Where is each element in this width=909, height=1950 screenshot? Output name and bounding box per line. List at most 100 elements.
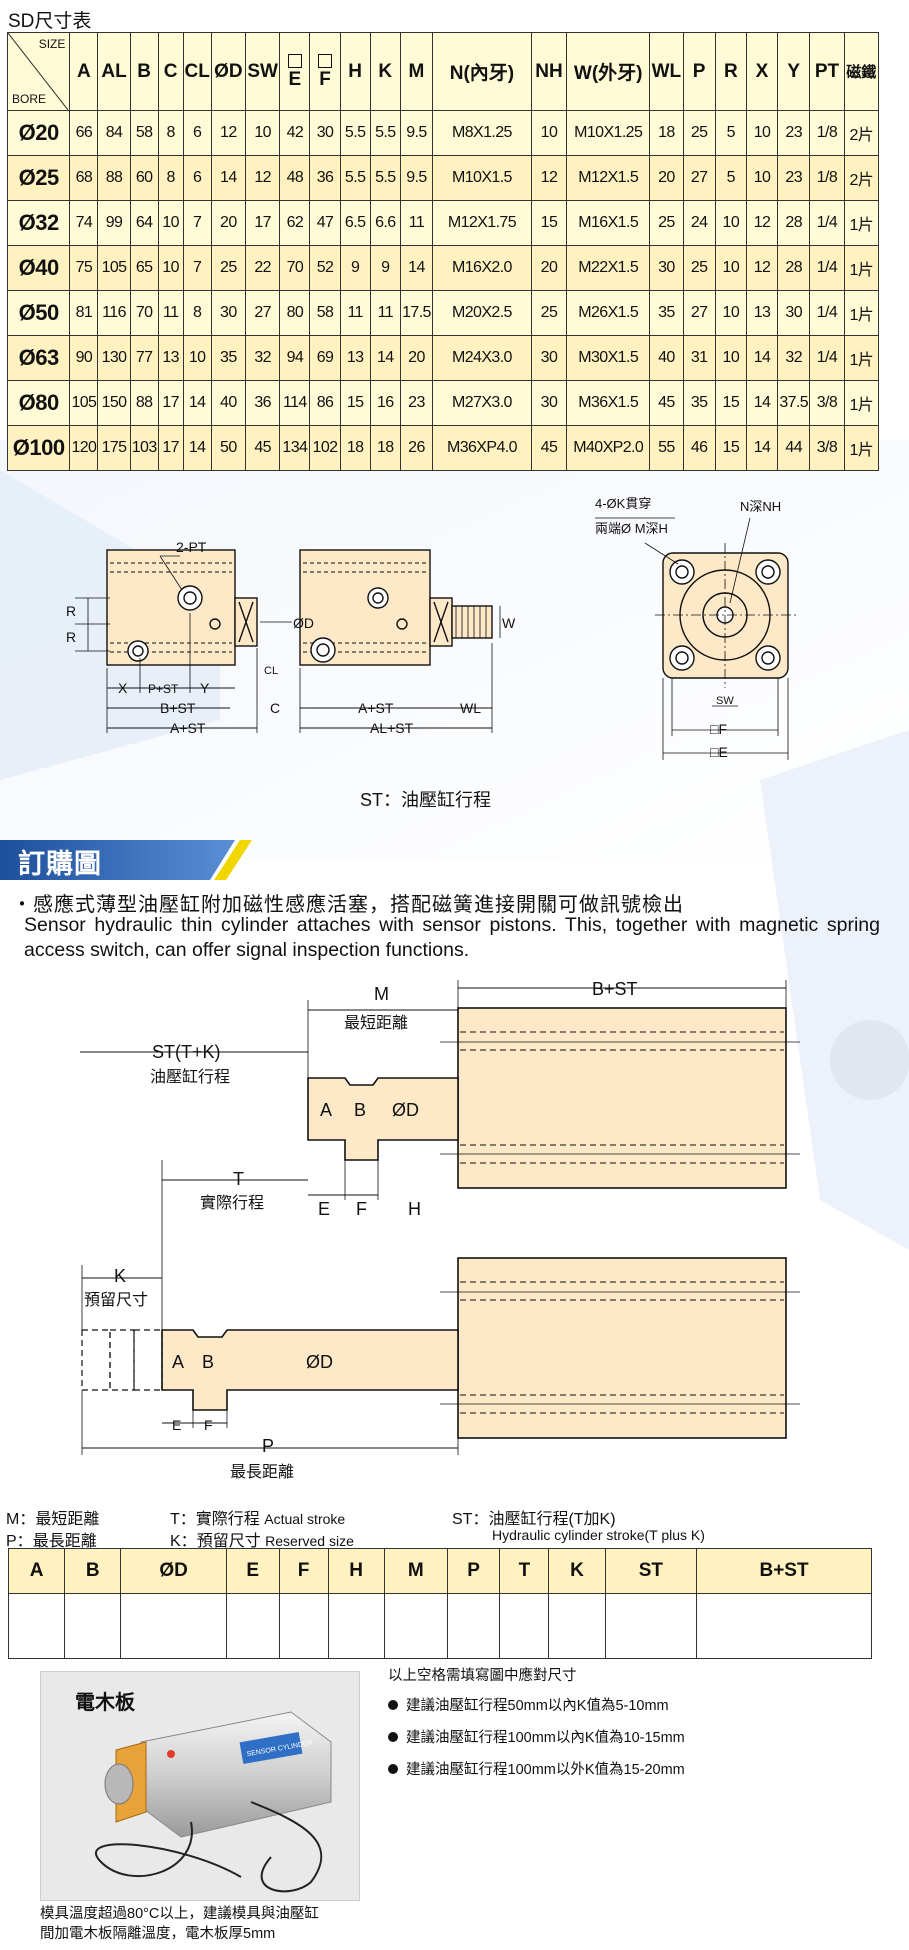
label-nnh: N深NH: [740, 499, 781, 514]
table-cell: 88: [97, 155, 131, 201]
table-cell: 5: [714, 110, 747, 156]
order-col-header: ØD: [120, 1548, 227, 1594]
table-cell: 105: [69, 380, 99, 426]
table-cell: 36: [309, 155, 341, 201]
table-cell: 81: [69, 290, 99, 336]
table-cell: 14: [745, 425, 779, 471]
table-cell: 23: [399, 380, 434, 426]
col-header: AL: [97, 32, 131, 111]
table-cell: M24X3.0: [432, 335, 532, 381]
bore-cell: Ø32: [6, 200, 71, 246]
col-header-square: F: [309, 32, 341, 111]
order-col-header: H: [327, 1548, 385, 1594]
table-cell: 120: [69, 425, 99, 471]
bullet-description-zh: ・感應式薄型油壓缸附加磁性感應活塞，搭配磁簧進接開關可做訊號檢出: [12, 894, 684, 916]
table-cell: 27: [682, 290, 716, 336]
label-t: T: [233, 1169, 244, 1189]
order-input-cell[interactable]: [7, 1593, 66, 1659]
order-input-cell[interactable]: [604, 1593, 698, 1659]
bore-cell: Ø20: [6, 110, 71, 156]
table-cell: 1/8: [809, 155, 845, 201]
table-cell: 10: [530, 110, 568, 156]
col-header: A: [69, 32, 99, 111]
label-2m: 兩端Ø M深H: [595, 521, 668, 536]
label-a-st-2: A+ST: [358, 700, 394, 716]
table-cell: 52: [309, 245, 341, 291]
table-cell: M20X2.5: [432, 290, 532, 336]
table-cell: 13: [745, 290, 779, 336]
order-input-cell[interactable]: [383, 1593, 448, 1659]
table-cell: 36: [244, 380, 281, 426]
table-cell: 18: [649, 110, 684, 156]
table-cell: 70: [129, 290, 159, 336]
note-item: 建議油壓缸行程100mm以外K值為15-20mm: [388, 1754, 685, 1786]
table-cell: 14: [745, 335, 779, 381]
table-cell: M16X2.0: [432, 245, 532, 291]
table-cell: 58: [309, 290, 341, 336]
table-cell: 31: [682, 335, 716, 381]
order-input-cell[interactable]: [548, 1593, 606, 1659]
label-a-upper: A: [320, 1100, 332, 1120]
table-cell: 13: [339, 335, 371, 381]
table-cell: 11: [369, 290, 401, 336]
order-input-cell[interactable]: [446, 1593, 501, 1659]
label-e: □E: [710, 744, 728, 760]
table-cell: 23: [777, 110, 811, 156]
table-cell: 17: [157, 425, 184, 471]
table-cell: 80: [279, 290, 311, 336]
order-input-cell[interactable]: [696, 1593, 872, 1659]
label-f-upper: F: [356, 1199, 367, 1219]
order-input-cell[interactable]: [64, 1593, 122, 1659]
bore-cell: Ø100: [6, 425, 71, 471]
table-cell: 10: [714, 290, 747, 336]
table-cell: 6: [182, 155, 212, 201]
table-cell: 1片: [843, 290, 880, 336]
label-a-st: A+ST: [170, 720, 206, 736]
col-header: NH: [530, 32, 568, 111]
table-cell: 14: [182, 425, 212, 471]
legend-k: K：預留尺寸 Reserved size: [170, 1533, 354, 1550]
order-input-cell[interactable]: [499, 1593, 550, 1659]
order-input-cell[interactable]: [225, 1593, 280, 1659]
order-col-header: B: [64, 1548, 122, 1594]
table-cell: 40: [210, 380, 247, 426]
label-a-lower: A: [172, 1352, 184, 1372]
order-col-header: T: [499, 1548, 550, 1594]
label-st-zh: 油壓缸行程: [150, 1067, 230, 1086]
order-input-cell[interactable]: [120, 1593, 227, 1659]
table-cell: 60: [129, 155, 159, 201]
order-col-header: F: [278, 1548, 329, 1594]
table-cell: 69: [309, 335, 341, 381]
table-cell: 14: [745, 380, 779, 426]
order-col-header: K: [548, 1548, 606, 1594]
table-cell: 77: [129, 335, 159, 381]
table-cell: M12X1.5: [566, 155, 651, 201]
order-input-row: [7, 1593, 872, 1659]
label-p-st: P+ST: [148, 682, 179, 696]
bullet-dot-icon: [388, 1732, 398, 1742]
dimension-table: SIZE BORE A AL B C CL ØD SW E F H K M N(…: [6, 32, 880, 471]
legend-st: ST：油壓缸行程(T加K): [452, 1511, 616, 1528]
order-input-cell[interactable]: [327, 1593, 385, 1659]
table-cell: 15: [714, 425, 747, 471]
table-cell: 7: [182, 200, 212, 246]
label-e-lower: E: [172, 1417, 181, 1433]
table-cell: 5.5: [369, 110, 401, 156]
table-cell: M36X1.5: [566, 380, 651, 426]
table-cell: 6.5: [339, 200, 371, 246]
col-header: R: [714, 32, 747, 111]
col-header-square: E: [279, 32, 311, 111]
table-cell: 25: [682, 245, 716, 291]
table-cell: 30: [649, 245, 684, 291]
bore-cell: Ø40: [6, 245, 71, 291]
col-header: P: [682, 32, 716, 111]
table-cell: 66: [69, 110, 99, 156]
order-section-heading: 訂購圖: [0, 838, 260, 882]
label-sw: SW: [716, 695, 734, 707]
table-cell: M27X3.0: [432, 380, 532, 426]
label-f-lower: F: [204, 1417, 213, 1433]
order-input-cell[interactable]: [278, 1593, 329, 1659]
col-header: M: [399, 32, 434, 111]
table-cell: 58: [129, 110, 159, 156]
col-header: Y: [777, 32, 811, 111]
